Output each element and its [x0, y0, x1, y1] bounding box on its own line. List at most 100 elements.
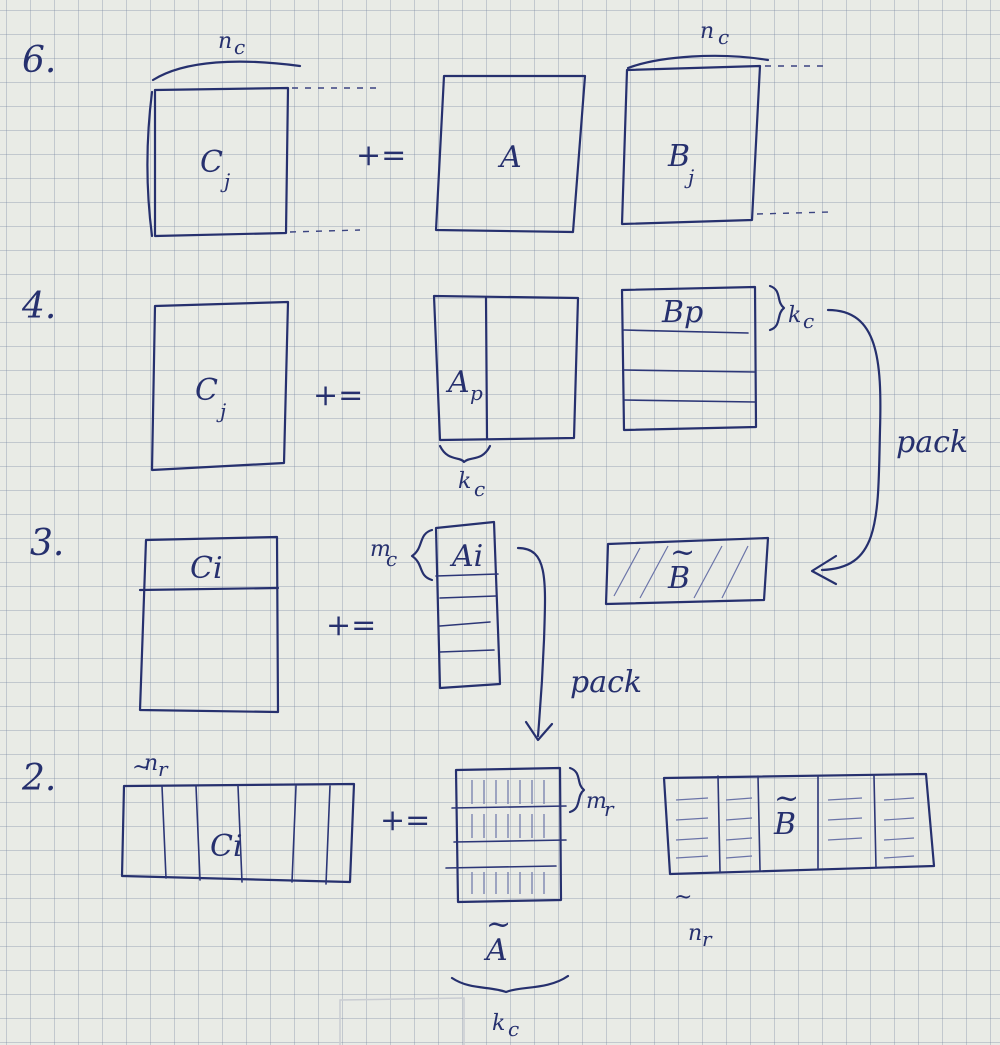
pack-label-a: pack	[570, 665, 642, 700]
b-column-line	[757, 775, 761, 871]
c-subscript: j	[216, 399, 226, 423]
step-6: 6. n c C j += A n c B j	[22, 19, 831, 238]
matrix-a-panel	[434, 520, 502, 690]
step-4: 4. C j += A p k c Bp k c pack	[21, 284, 968, 586]
kc-brace-b	[768, 284, 786, 332]
mc-subscript: c	[386, 547, 397, 571]
ap-subscript: p	[470, 381, 483, 405]
nc-subscript-b: c	[718, 25, 729, 49]
mc-label: m	[370, 537, 391, 562]
kc-label: k	[492, 1011, 505, 1036]
c-extension-bottom	[289, 229, 361, 233]
plus-equals: +=	[313, 378, 363, 413]
step-number: 3.	[30, 523, 64, 564]
mr-label: m	[586, 789, 607, 814]
b-row-line	[623, 329, 749, 334]
plus-equals: +=	[356, 138, 406, 173]
a-row-line	[439, 595, 497, 599]
a-row-line	[451, 805, 567, 809]
b-row-line	[623, 369, 756, 373]
ap-label: A	[445, 365, 470, 400]
kc-label-a: k	[458, 469, 471, 494]
a-tilde-micropanels	[471, 780, 545, 894]
ci-row-divider	[138, 586, 280, 592]
nr-subscript: r	[158, 757, 169, 781]
step-2: 2. ~ n r Ci += m r ~ A k c ~ B ~ n	[21, 751, 936, 1045]
b-tilde-hatch	[613, 545, 749, 599]
faint-outline	[339, 997, 465, 1045]
nc-label: n	[218, 29, 232, 54]
plus-equals: +=	[326, 608, 376, 643]
kc-brace	[450, 974, 570, 994]
a-row-line	[453, 839, 567, 843]
kc-subscript-b: c	[803, 309, 814, 333]
a-tilde-mark: ~	[486, 907, 511, 942]
b-subscript: j	[684, 165, 694, 189]
a-row-line	[445, 865, 557, 869]
matrix-b	[620, 64, 762, 226]
c-subscript: j	[220, 169, 230, 193]
mc-brace	[410, 528, 434, 582]
pack-arrowhead-a	[524, 720, 554, 742]
matrix-a	[434, 74, 587, 234]
c-label: C	[200, 145, 223, 180]
b-tilde-mark: ~	[670, 535, 695, 570]
b-tilde-panels	[662, 772, 936, 876]
b-row-line	[623, 399, 756, 403]
pack-arrow-b	[820, 308, 882, 572]
step-3: 3. Ci += Ai m c pack B ~	[30, 520, 770, 742]
ai-row-divider	[435, 573, 499, 577]
c-column-line	[161, 785, 167, 879]
matrix-c	[138, 535, 280, 714]
mr-brace	[568, 766, 586, 814]
matrix-b	[620, 285, 758, 432]
pack-arrow-a	[516, 546, 547, 738]
matrix-a	[432, 294, 580, 442]
kc-brace-a	[438, 444, 492, 464]
b-extension-bottom	[756, 211, 831, 215]
kc-subscript-a: c	[474, 477, 485, 501]
step-number: 6.	[22, 40, 56, 81]
a-row-line	[439, 621, 491, 627]
nr-label-b: n	[688, 921, 702, 946]
a-tilde-label: A	[483, 933, 508, 968]
c-label: C	[195, 373, 218, 408]
b-tilde-label: B	[667, 561, 690, 596]
a-label: A	[497, 140, 522, 175]
matrix-c-edge	[146, 90, 154, 238]
mr-subscript: r	[604, 797, 615, 821]
nr-label: n	[144, 751, 158, 776]
step-number: 4.	[21, 286, 56, 327]
nc-subscript: c	[234, 35, 245, 59]
nr-tilde-b: ~	[674, 885, 692, 910]
c-column-line	[291, 785, 297, 883]
bp-label: Bp	[661, 295, 703, 330]
pack-arrowhead-b	[810, 554, 838, 586]
nc-brace	[151, 60, 302, 82]
c-column-line	[325, 785, 331, 885]
matrix-c	[153, 86, 290, 238]
ci-label: Ci	[210, 829, 243, 864]
b-tilde-label: B	[773, 807, 796, 842]
b-tilde-block	[604, 536, 770, 606]
plus-equals: +=	[380, 803, 430, 838]
ap-panel-divider	[484, 296, 489, 440]
a-tilde-block	[454, 766, 563, 904]
b-column-line	[717, 775, 721, 873]
kc-label-b: k	[788, 303, 801, 328]
b-column-line	[873, 775, 877, 869]
a-row-line	[439, 649, 495, 653]
ci-label: Ci	[190, 551, 223, 586]
b-label: B	[667, 139, 690, 174]
step-number: 2.	[21, 758, 56, 799]
c-column-line	[195, 785, 201, 881]
ai-label: Ai	[449, 539, 483, 574]
nr-subscript-b: r	[702, 927, 713, 951]
nr-tilde: ~	[132, 755, 150, 780]
matrix-c-block	[120, 782, 356, 884]
b-tilde-mark: ~	[774, 781, 799, 816]
c-column-line	[237, 785, 243, 883]
matrix-c	[150, 300, 290, 472]
nc-label-b: n	[700, 19, 714, 44]
